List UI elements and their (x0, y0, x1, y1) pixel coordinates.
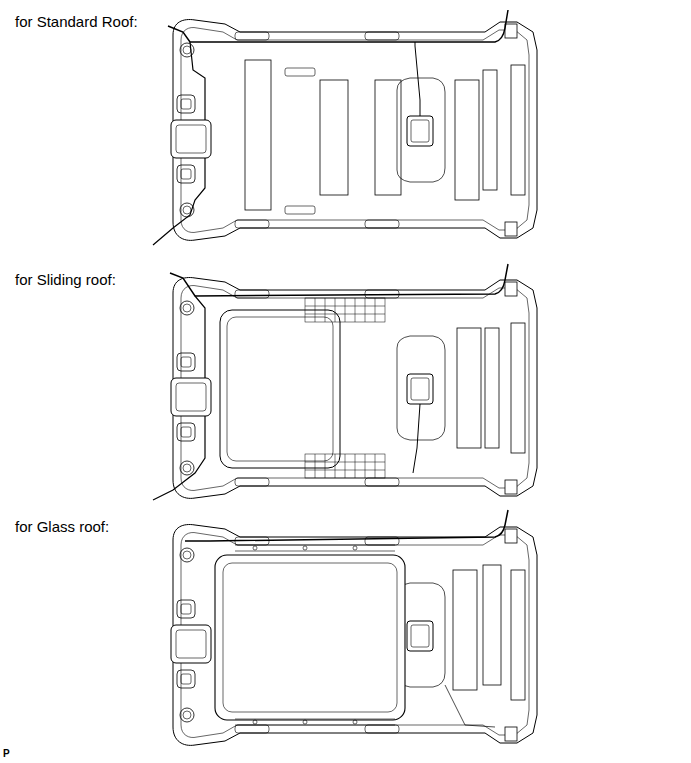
sliding-roof (153, 264, 537, 500)
standard-roof (153, 10, 537, 245)
figure-code: P (3, 748, 10, 760)
variant-label: for Glass roof: (15, 518, 109, 536)
variant-label: for Sliding roof: (15, 271, 116, 289)
variant-label: for Standard Roof: (15, 13, 138, 31)
glass-roof (171, 510, 537, 745)
